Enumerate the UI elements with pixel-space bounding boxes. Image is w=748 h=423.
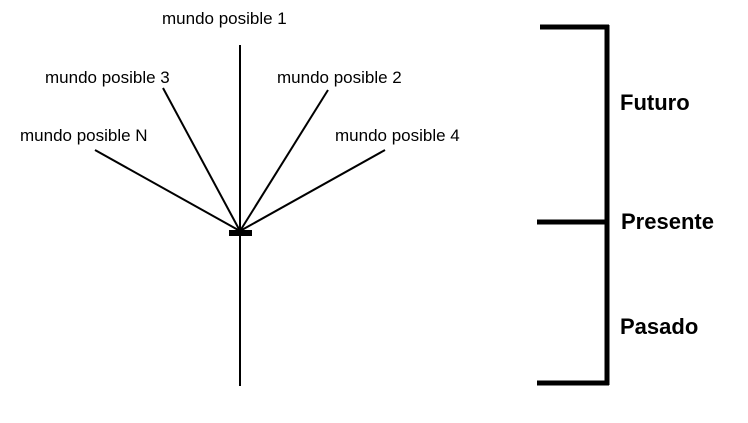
- branch-world-3: [162, 87, 241, 232]
- label-world-3: mundo posible 3: [45, 68, 170, 87]
- branch-world-2: [239, 89, 329, 232]
- label-past: Pasado: [620, 314, 699, 339]
- present-marker: [229, 230, 252, 236]
- label-future: Futuro: [620, 90, 690, 115]
- label-world-4: mundo posible 4: [335, 126, 460, 145]
- branch-world-n: [94, 149, 241, 232]
- branch-world-4: [239, 149, 386, 232]
- label-world-1: mundo posible 1: [162, 9, 287, 28]
- timeline-bracket: [537, 24, 610, 386]
- label-world-2: mundo posible 2: [277, 68, 402, 87]
- label-world-n: mundo posible N: [20, 126, 148, 145]
- label-present: Presente: [621, 209, 714, 234]
